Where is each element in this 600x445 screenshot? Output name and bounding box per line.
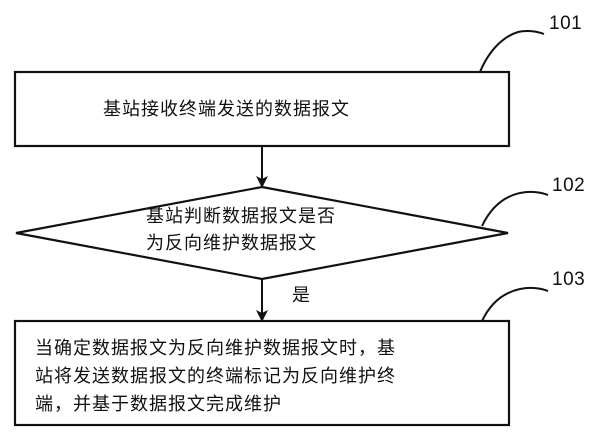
leader-line-103	[481, 286, 549, 322]
step-103-text-line-2: 站将发送数据报文的终端标记为反向维护终	[35, 366, 396, 387]
leader-line-101	[479, 29, 545, 73]
step-101-number: 101	[549, 13, 583, 34]
step-103-text-line-1: 当确定数据报文为反向维护数据报文时，基	[35, 338, 396, 359]
step-103-number: 103	[552, 269, 586, 290]
step-102-text-line-2: 为反向维护数据报文	[146, 233, 317, 254]
step-102-text-line-1: 基站判断数据报文是否	[146, 206, 336, 227]
step-103-box	[13, 319, 511, 427]
leader-line-102	[481, 190, 549, 227]
step-101-text: 基站接收终端发送的数据报文	[103, 99, 350, 120]
step-103-text-line-3: 端，并基于数据报文完成维护	[35, 394, 282, 415]
step-102-number: 102	[552, 175, 586, 196]
edge-label-yes: 是	[292, 285, 310, 306]
